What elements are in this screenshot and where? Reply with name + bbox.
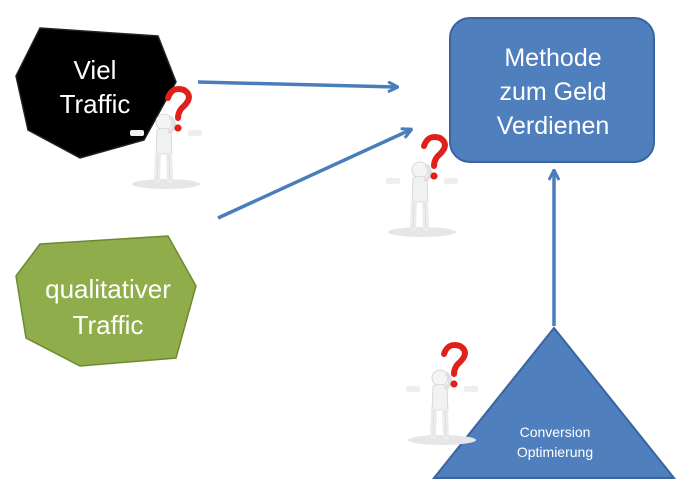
question-figure-icon xyxy=(406,345,478,445)
qualitativer-traffic-shape xyxy=(15,235,197,367)
conversion-triangle xyxy=(431,326,677,479)
arrow-viel-to-methode xyxy=(197,80,396,87)
arrow-qualitativer-to-methode xyxy=(217,130,410,220)
methode-box xyxy=(449,17,655,163)
viel-traffic-shape xyxy=(15,27,177,159)
question-figure-icon xyxy=(386,137,458,237)
